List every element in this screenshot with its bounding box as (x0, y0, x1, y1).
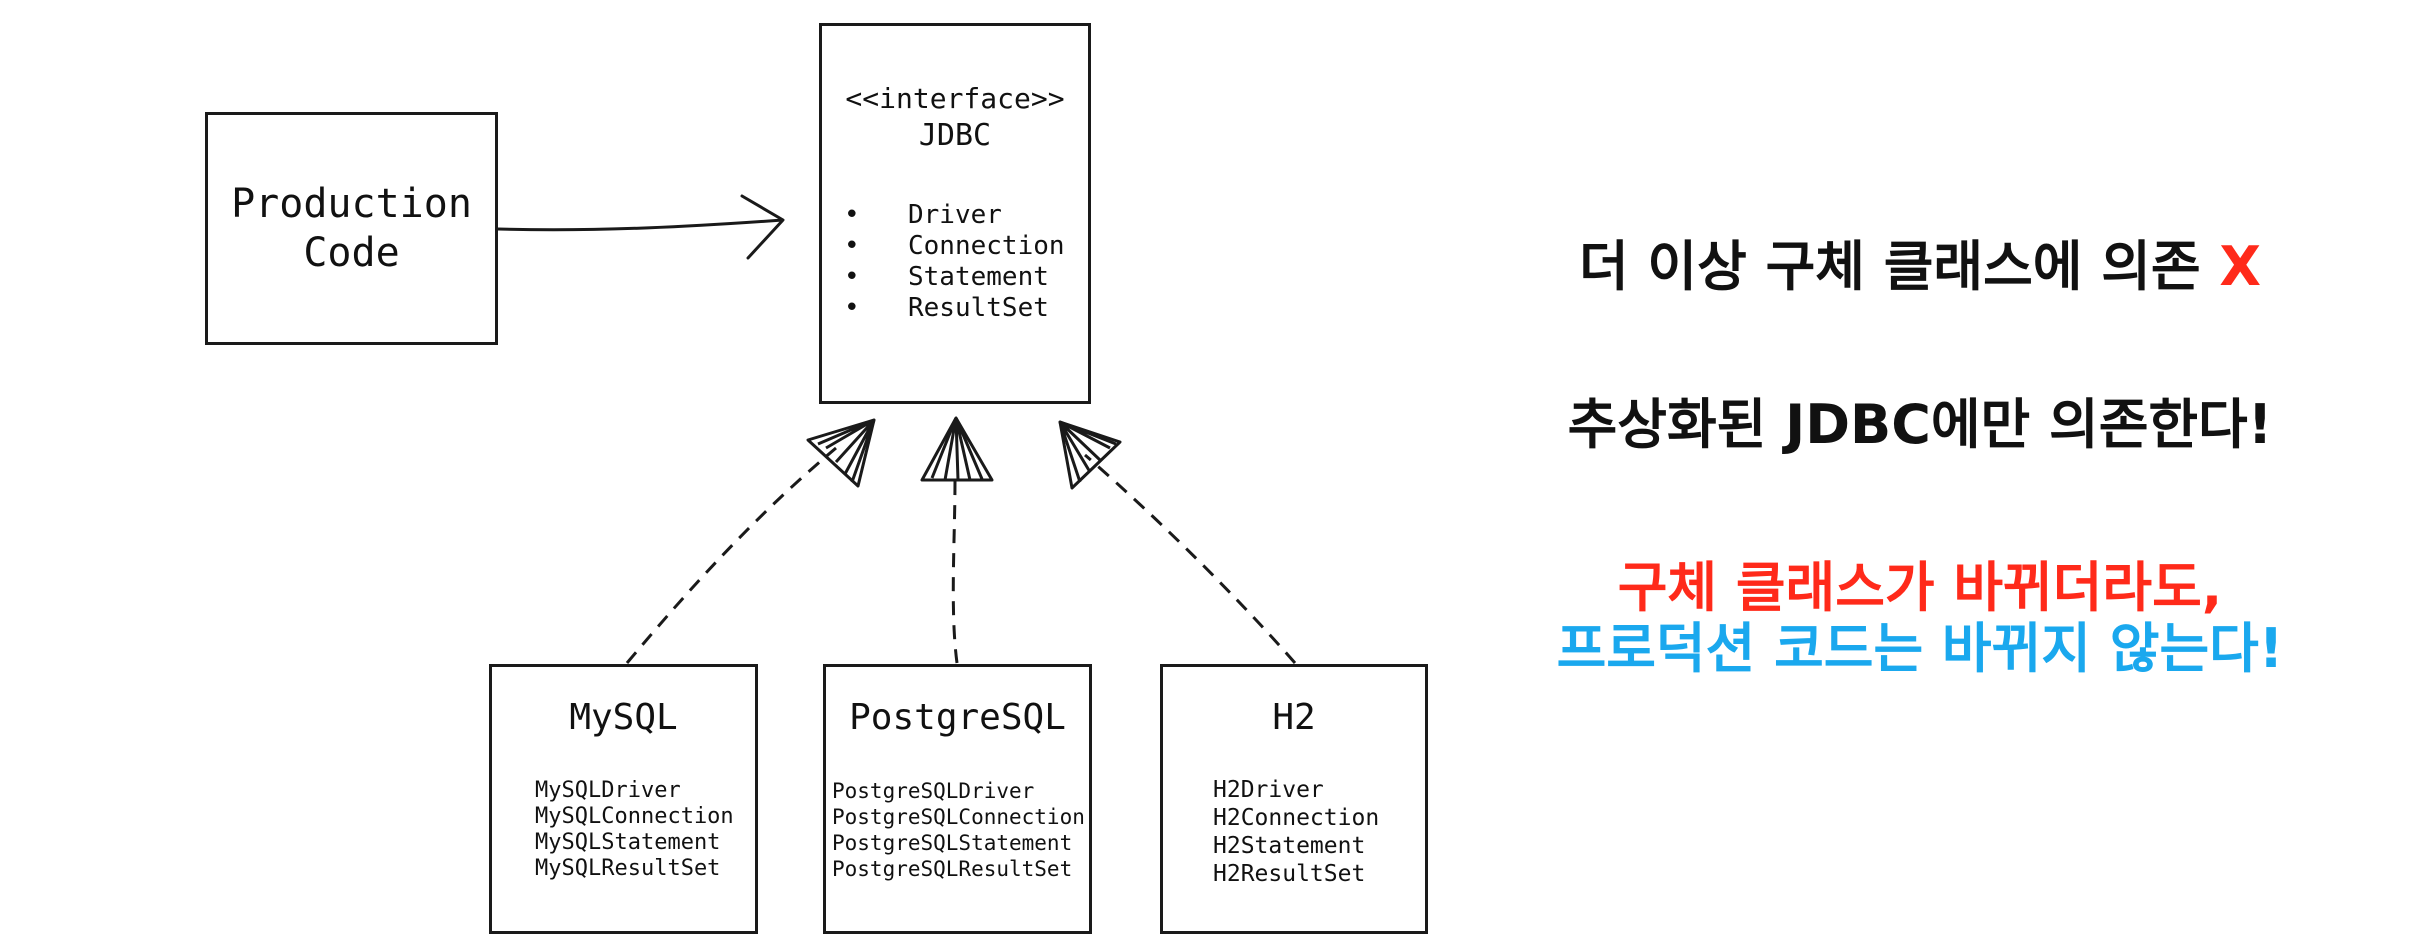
class-name: H2Connection (1213, 805, 1380, 831)
jdbc-member-list: • Driver • Connection • Statement • ResultSe… (822, 200, 1065, 324)
class-name: PostgreSQLResultSet (832, 857, 1073, 881)
postgresql-realization-line (951, 479, 959, 664)
class-name: MySQLStatement (535, 830, 721, 855)
class-name: H2Driver (1213, 777, 1324, 803)
h2-class-list: H2Driver H2Connection H2Statement H2Resu… (1163, 776, 1425, 888)
h2-implementation-box: H2 H2Driver H2Connection H2Statement H2R… (1160, 664, 1428, 934)
postgresql-implementation-box: PostgreSQL PostgreSQLDriver PostgreSQLCo… (823, 664, 1092, 934)
bullet-icon: • (844, 200, 860, 230)
class-name: PostgreSQLConnection (832, 805, 1085, 829)
postgresql-realization-arrowhead (920, 416, 994, 482)
note-line4-part1: 프로덕션 코드는 (1556, 617, 1942, 680)
mysql-class-list: MySQLDriver MySQLConnection MySQLStateme… (492, 778, 755, 882)
jdbc-member-label: Connection (908, 231, 1065, 261)
note-depend-on-jdbc: 추상화된 JDBC에만 의존한다! (1567, 393, 2273, 456)
jdbc-member-item: • Driver (822, 200, 1065, 231)
jdbc-member-label: Statement (908, 262, 1049, 292)
jdbc-member-item: • Connection (822, 231, 1065, 262)
h2-title: H2 (1272, 697, 1316, 738)
h2-realization-arrowhead (1058, 420, 1122, 490)
bullet-icon: • (844, 262, 860, 292)
bullet-icon: • (844, 231, 860, 261)
interface-stereotype: <<interface>> (845, 82, 1065, 115)
class-name: H2ResultSet (1213, 861, 1366, 887)
mysql-realization-arrowhead (806, 418, 876, 488)
production-code-label-line2: Code (303, 229, 400, 276)
class-name: PostgreSQLDriver (832, 779, 1035, 803)
note-concrete-class-changes: 구체 클래스가 바뀌더라도, (1617, 556, 2223, 619)
class-name: MySQLDriver (535, 778, 681, 803)
note-line1-text: 더 이상 구체 클래스에 의존 (1578, 235, 2220, 298)
mysql-realization-line (625, 446, 837, 664)
note-production-code-unchanged: 프로덕션 코드는 바뀌지 않는다! (1525, 604, 2315, 683)
x-mark-icon: X (2219, 235, 2262, 298)
postgresql-title: PostgreSQL (849, 697, 1066, 738)
interface-name: JDBC (918, 118, 992, 153)
jdbc-member-label: ResultSet (908, 293, 1049, 323)
class-name: H2Statement (1213, 833, 1366, 859)
note-no-concrete-dependency: 더 이상 구체 클래스에 의존 X (1545, 222, 2295, 301)
production-code-label-line1: Production (231, 180, 472, 227)
mysql-title: MySQL (569, 697, 678, 738)
class-name: MySQLResultSet (535, 856, 721, 881)
dependency-arrowhead (740, 194, 785, 260)
note-line4-part2: 바뀌지 않는다! (1941, 617, 2284, 680)
h2-realization-line (1084, 453, 1297, 664)
jdbc-interface-box: <<interface>> JDBC • Driver • Connection •… (819, 23, 1091, 404)
jdbc-member-item: • ResultSet (822, 293, 1065, 324)
production-code-box: Production Code (205, 112, 498, 345)
jdbc-member-label: Driver (908, 200, 1002, 230)
class-name: PostgreSQLStatement (832, 831, 1073, 855)
class-name: MySQLConnection (535, 804, 734, 829)
mysql-implementation-box: MySQL MySQLDriver MySQLConnection MySQLS… (489, 664, 758, 934)
dependency-arrow (497, 218, 784, 232)
bullet-icon: • (844, 293, 860, 323)
jdbc-member-item: • Statement (822, 262, 1065, 293)
postgresql-class-list: PostgreSQLDriver PostgreSQLConnection Po… (826, 778, 1089, 882)
